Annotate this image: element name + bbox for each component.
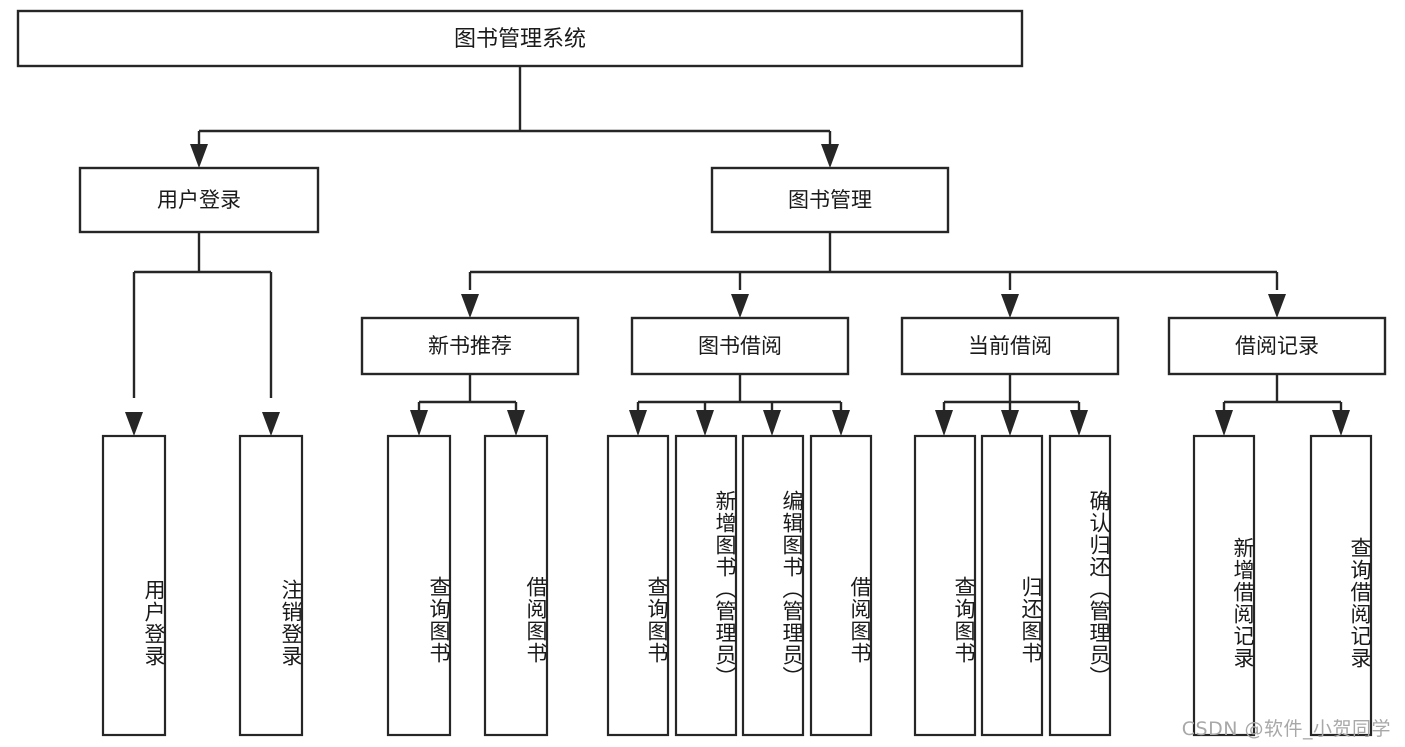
arrowhead-leaf-user-login (125, 412, 143, 436)
arrowhead-leaf-query-record (1332, 410, 1350, 436)
node-book-manage-box[interactable] (710, 166, 950, 234)
arrowhead-leaf-query-book-2 (629, 410, 647, 436)
arrowhead-leaf-borrow-book-1 (507, 410, 525, 436)
node-leaf-borrow-book-2-box[interactable] (809, 434, 873, 737)
arrowhead-book-borrow (731, 294, 749, 318)
node-user-login-label: 用户登录 (157, 188, 241, 212)
node-leaf-confirm-return-box[interactable] (1048, 434, 1112, 737)
node-new-book-recommend-label: 新书推荐 (428, 334, 512, 358)
node-book-borrow-box[interactable] (630, 316, 850, 376)
node-book-borrow[interactable]: 图书借阅 (630, 316, 850, 376)
node-new-book-recommend-box[interactable] (360, 316, 580, 376)
leaf-box-layer (101, 434, 1373, 737)
connector-new-book-recommend-bus (417, 374, 518, 410)
arrowhead-leaf-borrow-book-2 (832, 410, 850, 436)
arrowhead-new-book-recommend (461, 294, 479, 318)
node-leaf-query-record-box[interactable] (1309, 434, 1373, 737)
node-leaf-edit-book-box[interactable] (741, 434, 805, 737)
node-current-borrow-box[interactable] (900, 316, 1120, 376)
node-root[interactable]: 图书管理系统 (16, 9, 1024, 68)
node-borrow-record-box[interactable] (1167, 316, 1387, 376)
node-borrow-record[interactable]: 借阅记录 (1167, 316, 1387, 376)
connector-borrow-record-bus (1222, 374, 1343, 410)
node-root-label: 图书管理系统 (454, 27, 586, 52)
connector-book-manage-bus (468, 232, 1279, 290)
connector-user-login-bus (132, 232, 273, 398)
node-leaf-add-record-box[interactable] (1192, 434, 1256, 737)
node-new-book-recommend[interactable]: 新书推荐 (360, 316, 580, 376)
node-leaf-query-book-3-box[interactable] (913, 434, 977, 737)
node-leaf-add-book-box[interactable] (674, 434, 738, 737)
node-borrow-record-label: 借阅记录 (1235, 334, 1319, 358)
arrowhead-user-login (190, 144, 208, 168)
arrowhead-current-borrow (1001, 294, 1019, 318)
arrowhead-leaf-confirm-return (1070, 410, 1088, 436)
csdn-watermark: CSDN @软件_小贺同学 (1181, 718, 1391, 740)
arrowhead-leaf-edit-book (763, 410, 781, 436)
arrowhead-leaf-return-book (1001, 410, 1019, 436)
node-leaf-borrow-book-1-box[interactable] (483, 434, 549, 737)
node-leaf-query-book-1-box[interactable] (386, 434, 452, 737)
arrowhead-leaf-query-book-1 (410, 410, 428, 436)
node-user-login[interactable]: 用户登录 (78, 166, 320, 234)
arrowhead-leaf-logout (262, 412, 280, 436)
connector-book-borrow-bus (636, 374, 843, 410)
node-current-borrow-label: 当前借阅 (968, 334, 1052, 358)
node-book-manage[interactable]: 图书管理 (710, 166, 950, 234)
node-user-login-box[interactable] (78, 166, 320, 234)
arrowhead-leaf-add-book (696, 410, 714, 436)
connector-current-borrow-bus (942, 374, 1081, 410)
arrowhead-book-manage (821, 144, 839, 168)
node-current-borrow[interactable]: 当前借阅 (900, 316, 1120, 376)
node-leaf-query-book-2-box[interactable] (606, 434, 670, 737)
node-leaf-user-login-box[interactable] (101, 434, 167, 737)
connector-root-bus (197, 66, 832, 150)
node-leaf-logout-box[interactable] (238, 434, 304, 737)
node-book-manage-label: 图书管理 (788, 188, 872, 212)
connector-layer (125, 66, 1350, 436)
node-book-borrow-label: 图书借阅 (698, 334, 782, 358)
arrowhead-leaf-add-record (1215, 410, 1233, 436)
node-root-box[interactable] (16, 9, 1024, 68)
arrowhead-borrow-record (1268, 294, 1286, 318)
node-leaf-return-book-box[interactable] (980, 434, 1044, 737)
arrowhead-leaf-query-book-3 (935, 410, 953, 436)
